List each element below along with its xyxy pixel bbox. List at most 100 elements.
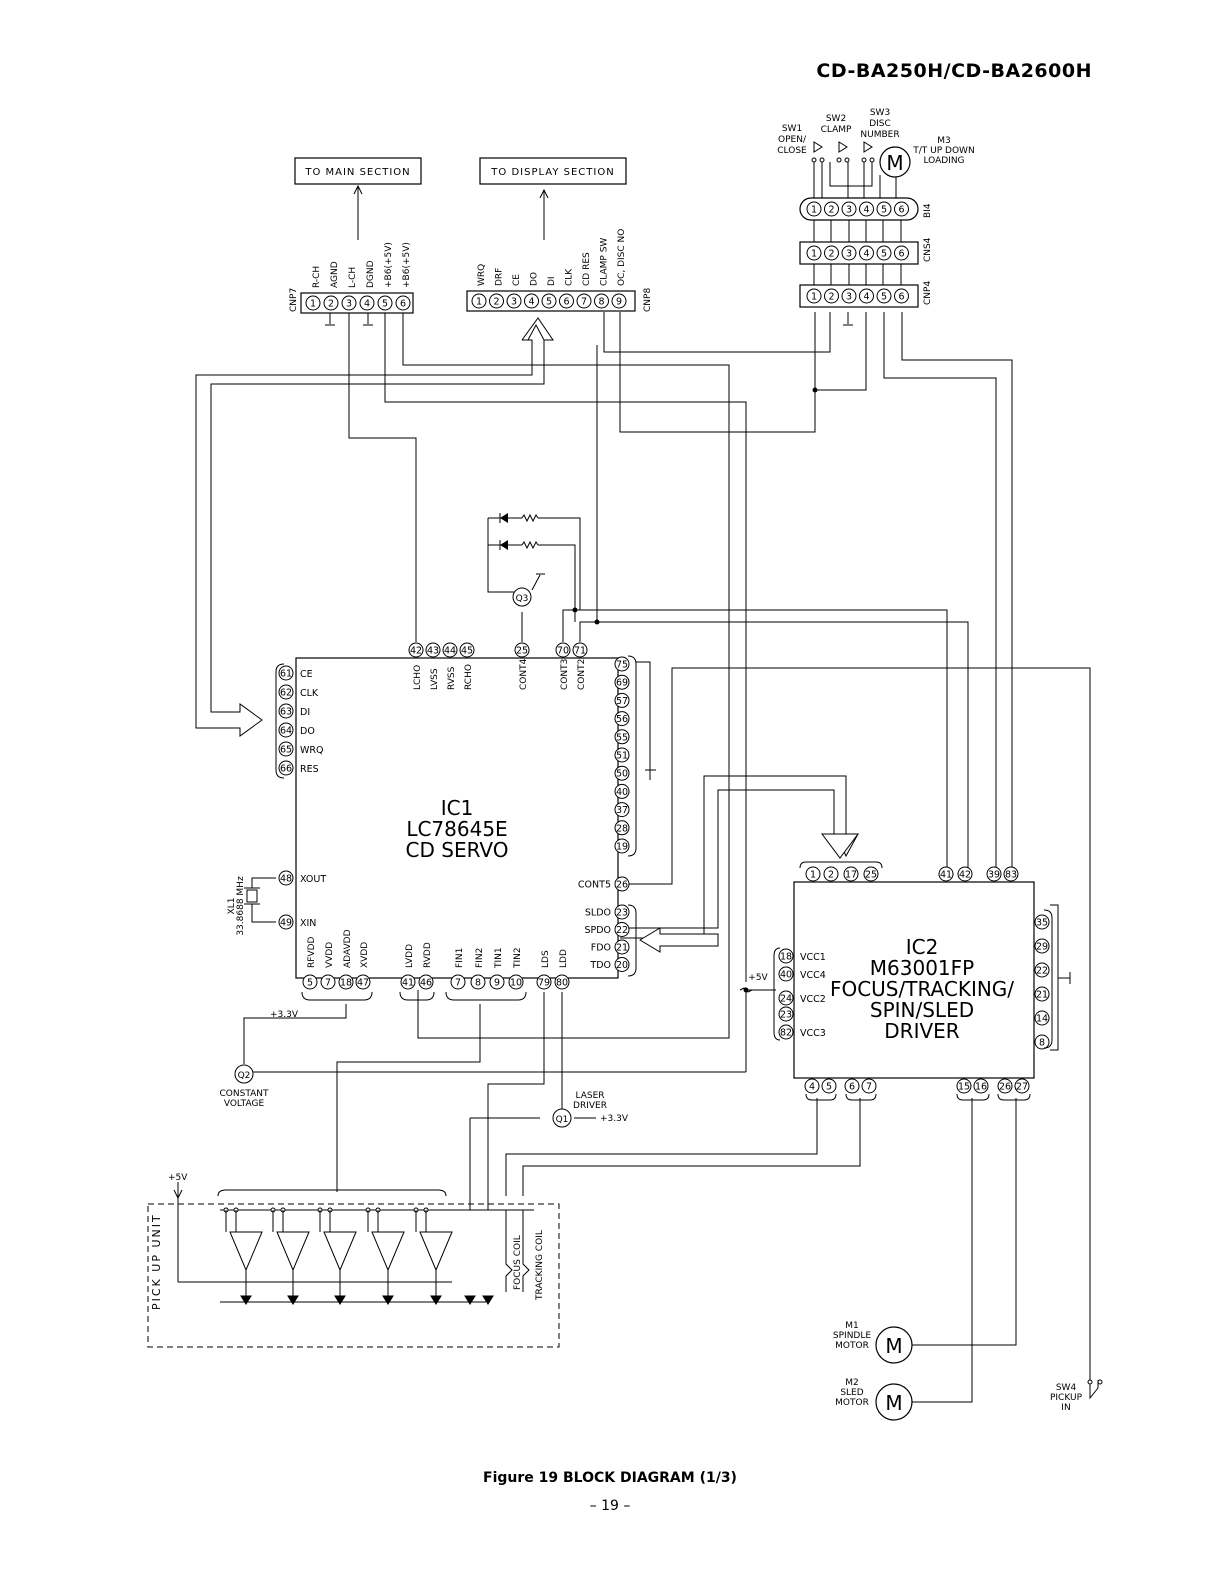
cnp8-signal: WRQ (477, 264, 487, 286)
cnp7-pin: 3 (341, 295, 357, 311)
ic1-top-signal: RVSS (447, 666, 457, 690)
bi4-pin: 3 (841, 201, 857, 217)
pin-label: 5 (881, 249, 887, 260)
led-symbol (500, 540, 508, 550)
pin-circle (471, 293, 487, 309)
ic1-right-sig-pin: 23 (614, 904, 630, 920)
pin-circle (470, 974, 486, 990)
pin-label: 42 (410, 646, 422, 657)
ic1-left-signal: WRQ (300, 745, 323, 756)
pin-label: 2 (828, 870, 834, 881)
pin-label: 3 (511, 297, 517, 308)
cnp8-signal: OC, DISC NO (617, 229, 627, 286)
ic1-top-pin: 70 (555, 642, 571, 658)
pin-circle (614, 838, 630, 854)
ic1-left-signal: CE (300, 669, 313, 680)
cnp4-pin: 2 (824, 288, 839, 304)
page-number: – 19 – (589, 1498, 631, 1514)
pin-circle (956, 1078, 972, 1094)
ic1-bottom-signal: TIN1 (494, 947, 504, 969)
pin-label: 40 (616, 787, 628, 798)
pin-label: 6 (563, 297, 569, 308)
ic2-left-pin: 40 (778, 966, 794, 982)
ic2-left-signal: VCC3 (800, 1028, 826, 1039)
ic1-right-pin: 69 (614, 674, 630, 690)
pin-label: 7 (325, 978, 331, 989)
ic1-left-signal: DO (300, 726, 315, 737)
pin-circle (1034, 986, 1050, 1002)
ic2-right-bracket (1043, 909, 1053, 1049)
m3-label: LOADING (923, 156, 964, 166)
to-display-label: TO DISPLAY SECTION (490, 167, 614, 178)
sw4-label: SW4 (1056, 1383, 1077, 1393)
pin-label: 7 (455, 978, 461, 989)
pin-circle (841, 201, 857, 217)
cnp8-signal: CE (512, 274, 522, 286)
cnp4-pin: 6 (894, 288, 909, 304)
ic1-right-bracket-2 (627, 904, 637, 977)
pin-circle (355, 974, 371, 990)
ic1-bottom-pin: 47 (355, 974, 371, 990)
ic2-left-signal: VCC4 (800, 970, 826, 981)
sw3-label: SW3 (870, 108, 890, 118)
ic2-func1: FOCUS/TRACKING/ (830, 977, 1014, 1001)
resistor-symbol (521, 540, 539, 550)
pin-circle (824, 288, 839, 304)
ic2-5v-label: +5V (748, 973, 768, 983)
pin-label: 2 (828, 292, 834, 303)
bi4-pin: 6 (894, 201, 909, 217)
pin-circle (442, 642, 458, 658)
pin-label: 44 (444, 646, 456, 657)
pin-label: 18 (780, 952, 792, 963)
bi4-pin: 4 (859, 201, 874, 217)
cnp7-signal: R-CH (312, 266, 322, 288)
cnp4-pin: 3 (841, 288, 857, 304)
pin-label: 5 (546, 297, 552, 308)
photodiode-symbol (464, 1295, 476, 1305)
pin-circle (804, 1078, 820, 1094)
pin-label: 56 (616, 714, 628, 725)
pin-label: 48 (280, 874, 292, 885)
ic1-right-signal: SPDO (584, 925, 611, 936)
ic1-bottom-pin: 80 (554, 974, 570, 990)
ic2-bottom-pin: 4 (804, 1078, 820, 1094)
pin-circle (614, 729, 630, 745)
pin-circle (806, 288, 822, 304)
ic2-box (793, 881, 1035, 1079)
tracking-coil-label: TRACKING COIL (535, 1230, 545, 1301)
ic2-left-signal: VCC2 (800, 994, 826, 1005)
pin-circle (278, 870, 294, 886)
pickup-unit-box (147, 1203, 560, 1348)
ic1-bottom-signal: LDD (559, 949, 569, 968)
pin-circle (1034, 962, 1050, 978)
cnp8-pin: 3 (506, 293, 522, 309)
pin-circle (778, 1006, 794, 1022)
pin-circle (614, 922, 630, 937)
pin-circle (844, 1078, 860, 1094)
m1-symbol: M (885, 1334, 902, 1358)
pin-label: 70 (557, 646, 569, 657)
ic1-bottom-pin: 8 (470, 974, 486, 990)
pin-label: 5 (382, 299, 388, 310)
pin-label: 63 (280, 707, 292, 718)
pin-circle (614, 747, 630, 763)
pin-circle (859, 245, 874, 261)
ic1-bottom-signal: XVDD (360, 942, 370, 968)
pin-label: 3 (846, 205, 852, 216)
pickup-internals (178, 1207, 534, 1305)
pin-label: 66 (280, 764, 292, 775)
cnp7-signal: DGND (366, 260, 376, 288)
pin-circle (450, 974, 466, 990)
pin-label: 45 (461, 646, 473, 657)
ic2-bottom-pin: 5 (821, 1078, 837, 1094)
cnp4-pin: 1 (806, 288, 822, 304)
pin-label: 40 (780, 970, 792, 981)
cns4-pin: 6 (894, 245, 909, 261)
pin-circle (320, 974, 336, 990)
ic2-left-signal: VCC1 (800, 952, 826, 963)
sw1-label: SW1 (782, 124, 802, 134)
led-symbol (500, 513, 508, 523)
ic2-ref: IC2 (906, 935, 939, 959)
ic1-top-signal: LCHO (413, 665, 423, 690)
pin-circle (1003, 866, 1019, 882)
